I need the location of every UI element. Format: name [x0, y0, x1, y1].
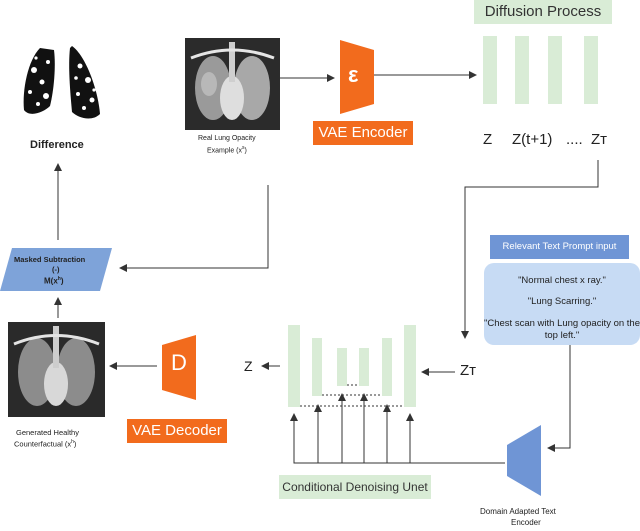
text-encoder-block	[507, 425, 541, 496]
z-t-plus-1-label: Z(t+1)	[512, 131, 553, 148]
text-encoder-label-line1: Domain Adapted Text	[480, 507, 556, 516]
diffusion-process-title: Diffusion Process	[474, 0, 612, 24]
encoder-symbol: ε	[348, 62, 359, 87]
prompt-item: "Normal chest x ray."	[518, 275, 606, 286]
prompt-input-header: Relevant Text Prompt input	[490, 235, 629, 259]
vae-encoder-label: VAE Encoder	[313, 121, 413, 145]
generated-caption-line2: Counterfactual (xh)	[14, 439, 77, 449]
prompt-input-box: "Normal chest x ray." "Lung Scarring." "…	[484, 263, 640, 345]
z-t-label: Zт	[591, 131, 608, 148]
diffusion-columns	[483, 36, 598, 104]
prompt-item: "Lung Scarring."	[527, 296, 597, 307]
vae-decoder-label: VAE Decoder	[127, 419, 227, 443]
encoder-block	[340, 40, 374, 114]
text-encoder-label-line2: Encoder	[511, 518, 541, 527]
real-lung-xray-image	[185, 38, 280, 130]
masked-subtraction-box	[0, 248, 112, 291]
masked-subtraction-line2: (-)	[52, 265, 60, 274]
real-lung-caption-line2: Example (xs)	[207, 145, 247, 155]
real-lung-caption-line1: Real Lung Opacity	[198, 135, 256, 142]
z-label: Z	[483, 131, 493, 148]
generated-caption-line1: Generated Healthy	[16, 428, 79, 437]
ellipsis-label: ....	[566, 131, 583, 148]
unet-input-zt-label: Zт	[460, 362, 477, 379]
decoder-symbol: D	[171, 350, 187, 375]
prompt-item: top left."	[544, 330, 580, 341]
unet-columns	[288, 325, 416, 407]
masked-subtraction-line3: M(xh)	[44, 276, 64, 286]
conditional-denoising-unet-label: Conditional Denoising Unet	[279, 475, 431, 499]
decoder-block	[162, 335, 196, 400]
decoder-output-z-label: Z	[244, 358, 253, 374]
connectors	[54, 71, 599, 464]
prompt-item: "Chest scan with Lung opacity on the	[484, 318, 640, 329]
difference-lung-mask	[23, 46, 100, 119]
difference-label: Difference	[30, 139, 84, 151]
masked-subtraction-line1: Masked Subtraction	[14, 255, 86, 264]
generated-lung-xray-image	[8, 322, 105, 417]
